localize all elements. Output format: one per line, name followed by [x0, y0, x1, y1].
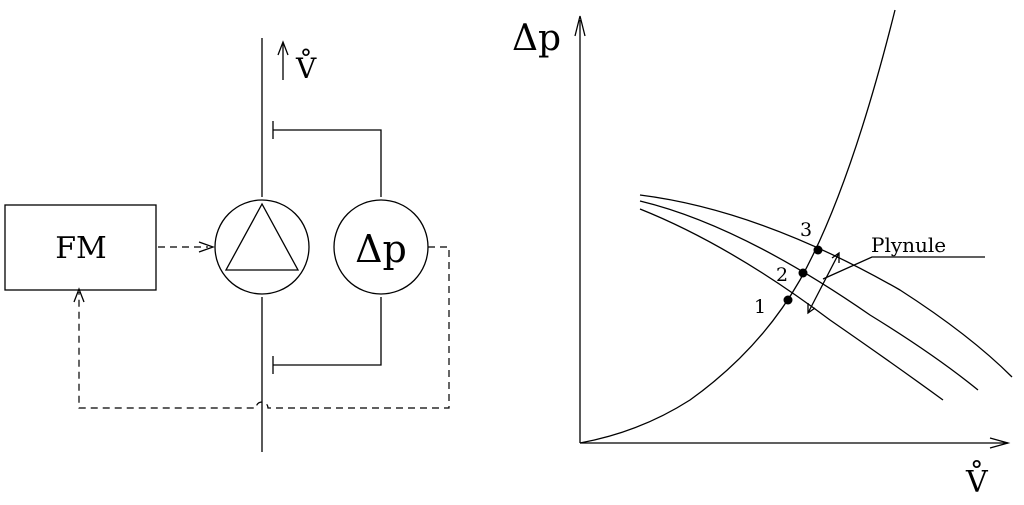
- flow-label: V̊: [295, 48, 317, 85]
- characteristic-plot: Δp V̊ 1 2 3 Plynule: [512, 9, 1013, 500]
- pump-triangle-icon: [224, 202, 300, 271]
- point-label-2: 2: [776, 264, 788, 286]
- pump-circle: [214, 199, 310, 295]
- x-axis-label: V̊: [965, 461, 989, 500]
- signal-arrow-icon: [198, 241, 215, 253]
- operating-point-3: [813, 245, 823, 255]
- flow-arrow-icon: [277, 40, 289, 80]
- pump-curve-lower: [639, 208, 944, 401]
- control-schematic: V̊ FM Δp: [4, 38, 450, 452]
- point-label-1: 1: [754, 296, 766, 318]
- pressure-tap-upper: [273, 129, 382, 197]
- double-arrow-icon: [807, 251, 840, 315]
- feedback-loop: [78, 246, 450, 409]
- operating-point-2: [798, 268, 808, 278]
- system-curve: [579, 9, 896, 444]
- feedback-arrow-icon: [73, 287, 85, 303]
- point-label-3: 3: [800, 219, 812, 241]
- pressure-tap-lower: [273, 297, 382, 366]
- pump-curve-middle: [639, 200, 979, 391]
- pump-curve-upper: [639, 194, 1013, 378]
- fm-label: FM: [55, 231, 107, 266]
- y-axis-label: Δp: [512, 18, 561, 59]
- callout-leader: [822, 256, 985, 280]
- operating-point-1: [783, 295, 793, 305]
- x-axis-arrow-icon: [989, 437, 1011, 449]
- fm-box: [4, 204, 157, 291]
- dp-sensor-label: Δp: [355, 227, 407, 271]
- y-axis-arrow-icon: [574, 15, 586, 37]
- callout-label: Plynule: [871, 233, 946, 257]
